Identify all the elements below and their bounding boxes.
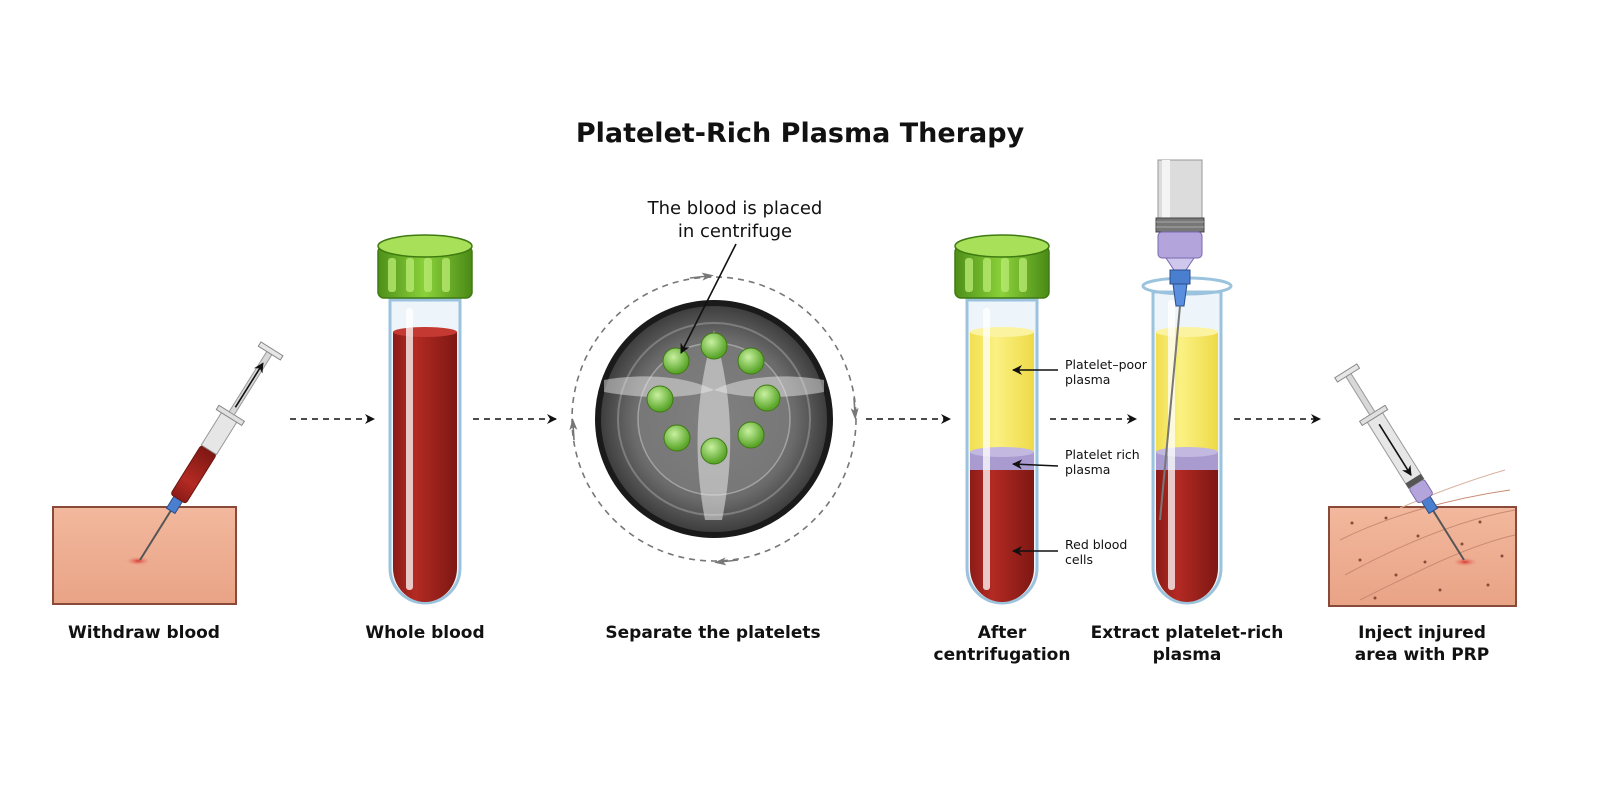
step-label-whole-blood: Whole blood — [365, 623, 485, 643]
step-withdraw-blood — [52, 341, 284, 605]
syringe-extract — [1155, 159, 1205, 521]
injection-mark — [1451, 557, 1479, 567]
step-label-inject: Inject injured area with PRP — [1354, 623, 1490, 665]
step-label-extract: Extract platelet-rich plasma — [1090, 623, 1284, 665]
layer-platelet-poor — [970, 332, 1034, 452]
step-after-centrifugation — [954, 234, 1059, 605]
label-red-cells: Red blood cells — [1065, 537, 1128, 567]
tube-cap-green — [377, 234, 473, 299]
label-platelet-rich: Platelet rich plasma — [1065, 447, 1140, 477]
step-inject — [1328, 363, 1517, 607]
centrifuge-note-line2: in centrifuge — [677, 221, 793, 242]
diagram-title: Platelet-Rich Plasma Therapy — [575, 118, 1025, 149]
puncture-mark — [124, 556, 152, 566]
step-label-after: After centrifugation — [933, 623, 1071, 665]
step-centrifuge — [569, 243, 859, 566]
step-label-withdraw: Withdraw blood — [68, 623, 220, 643]
layer-red-cells — [970, 470, 1034, 602]
step-whole-blood — [377, 234, 473, 605]
skin-block-injected — [1328, 506, 1517, 607]
label-platelet-poor: Platelet–poor plasma — [1065, 357, 1147, 387]
skin-block — [52, 506, 237, 605]
syringe-withdraw — [139, 341, 284, 561]
centrifuge-pointer — [680, 243, 737, 354]
centrifuge-note: The blood is placed in centrifuge — [610, 197, 860, 243]
centrifuge-vials — [646, 332, 781, 465]
tube-cap-green-2 — [954, 234, 1050, 299]
centrifuge-note-line1: The blood is placed — [647, 198, 823, 219]
blood-fill — [393, 332, 457, 602]
pointer-platelet-rich — [1012, 459, 1059, 470]
step-label-separate: Separate the platelets — [605, 623, 821, 643]
step-extract-prp — [1141, 159, 1233, 605]
syringe-inject — [1334, 363, 1465, 561]
